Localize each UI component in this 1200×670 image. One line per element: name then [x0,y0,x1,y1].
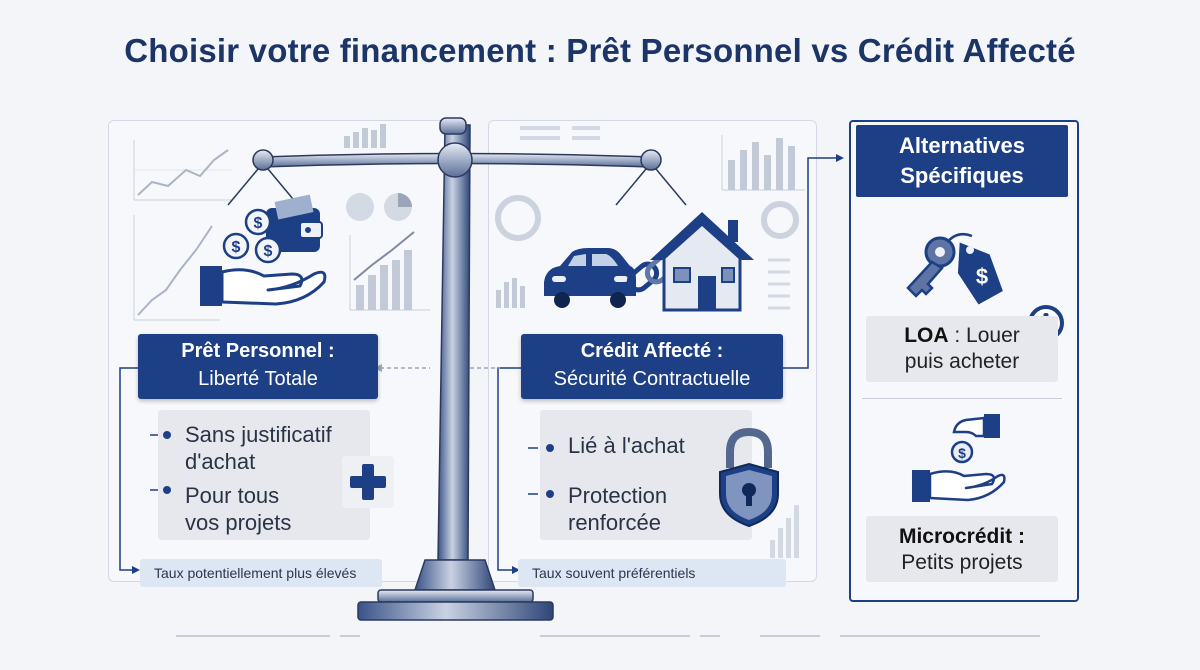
microcredit-label: Microcrédit : [898,525,1026,548]
svg-text:$: $ [264,243,273,260]
credit-affecte-header: Crédit Affecté : Sécurité Contractuelle [521,334,783,399]
coin-give-icon: $ [912,414,1006,502]
house-icon [650,212,754,312]
svg-text:$: $ [976,264,988,289]
wallet-icon [266,194,323,252]
credit-affecte-title: Crédit Affecté : [580,340,724,362]
bullet-icon [163,431,171,439]
money-hand-icon: $$$ [200,194,327,306]
car-icon [544,248,636,308]
pret-personnel-subtitle: Liberté Totale [198,368,318,390]
feature-lie-achat: Lié à l'achat [568,433,685,458]
alternatives-title-line2: Spécifiques [900,163,1024,188]
coin-icon [222,208,282,264]
bullet-icon [546,444,554,452]
alternatives-header: Alternatives Spécifiques [856,125,1068,197]
svg-text:$: $ [254,215,263,232]
plus-icon [342,456,394,508]
pret-personnel-header: Prêt Personnel : Liberté Totale [138,334,378,399]
pret-personnel-title: Prêt Personnel : [181,340,335,362]
microcredit-card: Microcrédit : Petits projets [866,516,1058,582]
pret-personnel-features [158,410,370,540]
page-title: Choisir votre financement : Prêt Personn… [124,32,1076,69]
credit-affecte-features [540,410,752,540]
svg-text:$: $ [232,239,241,256]
alternatives-title-line1: Alternatives [899,133,1025,158]
bullet-icon [546,490,554,498]
bullet-icon [163,486,171,494]
loa-label: LOA [904,324,949,347]
credit-affecte-subtitle: Sécurité Contractuelle [553,368,751,390]
loa-description: puis acheter [904,350,1020,373]
pret-personnel-note: Taux potentiellement plus élevés [140,559,382,587]
key-tag-icon: $ [906,233,1003,305]
credit-affecte-note: Taux souvent préférentiels [518,559,786,587]
microcredit-description: Petits projets [901,551,1023,574]
padlock-icon [719,427,779,528]
alternatives-divider [862,398,1062,399]
loa-card: LOA : Louer puis acheter [866,316,1058,382]
svg-text:$: $ [958,445,966,461]
